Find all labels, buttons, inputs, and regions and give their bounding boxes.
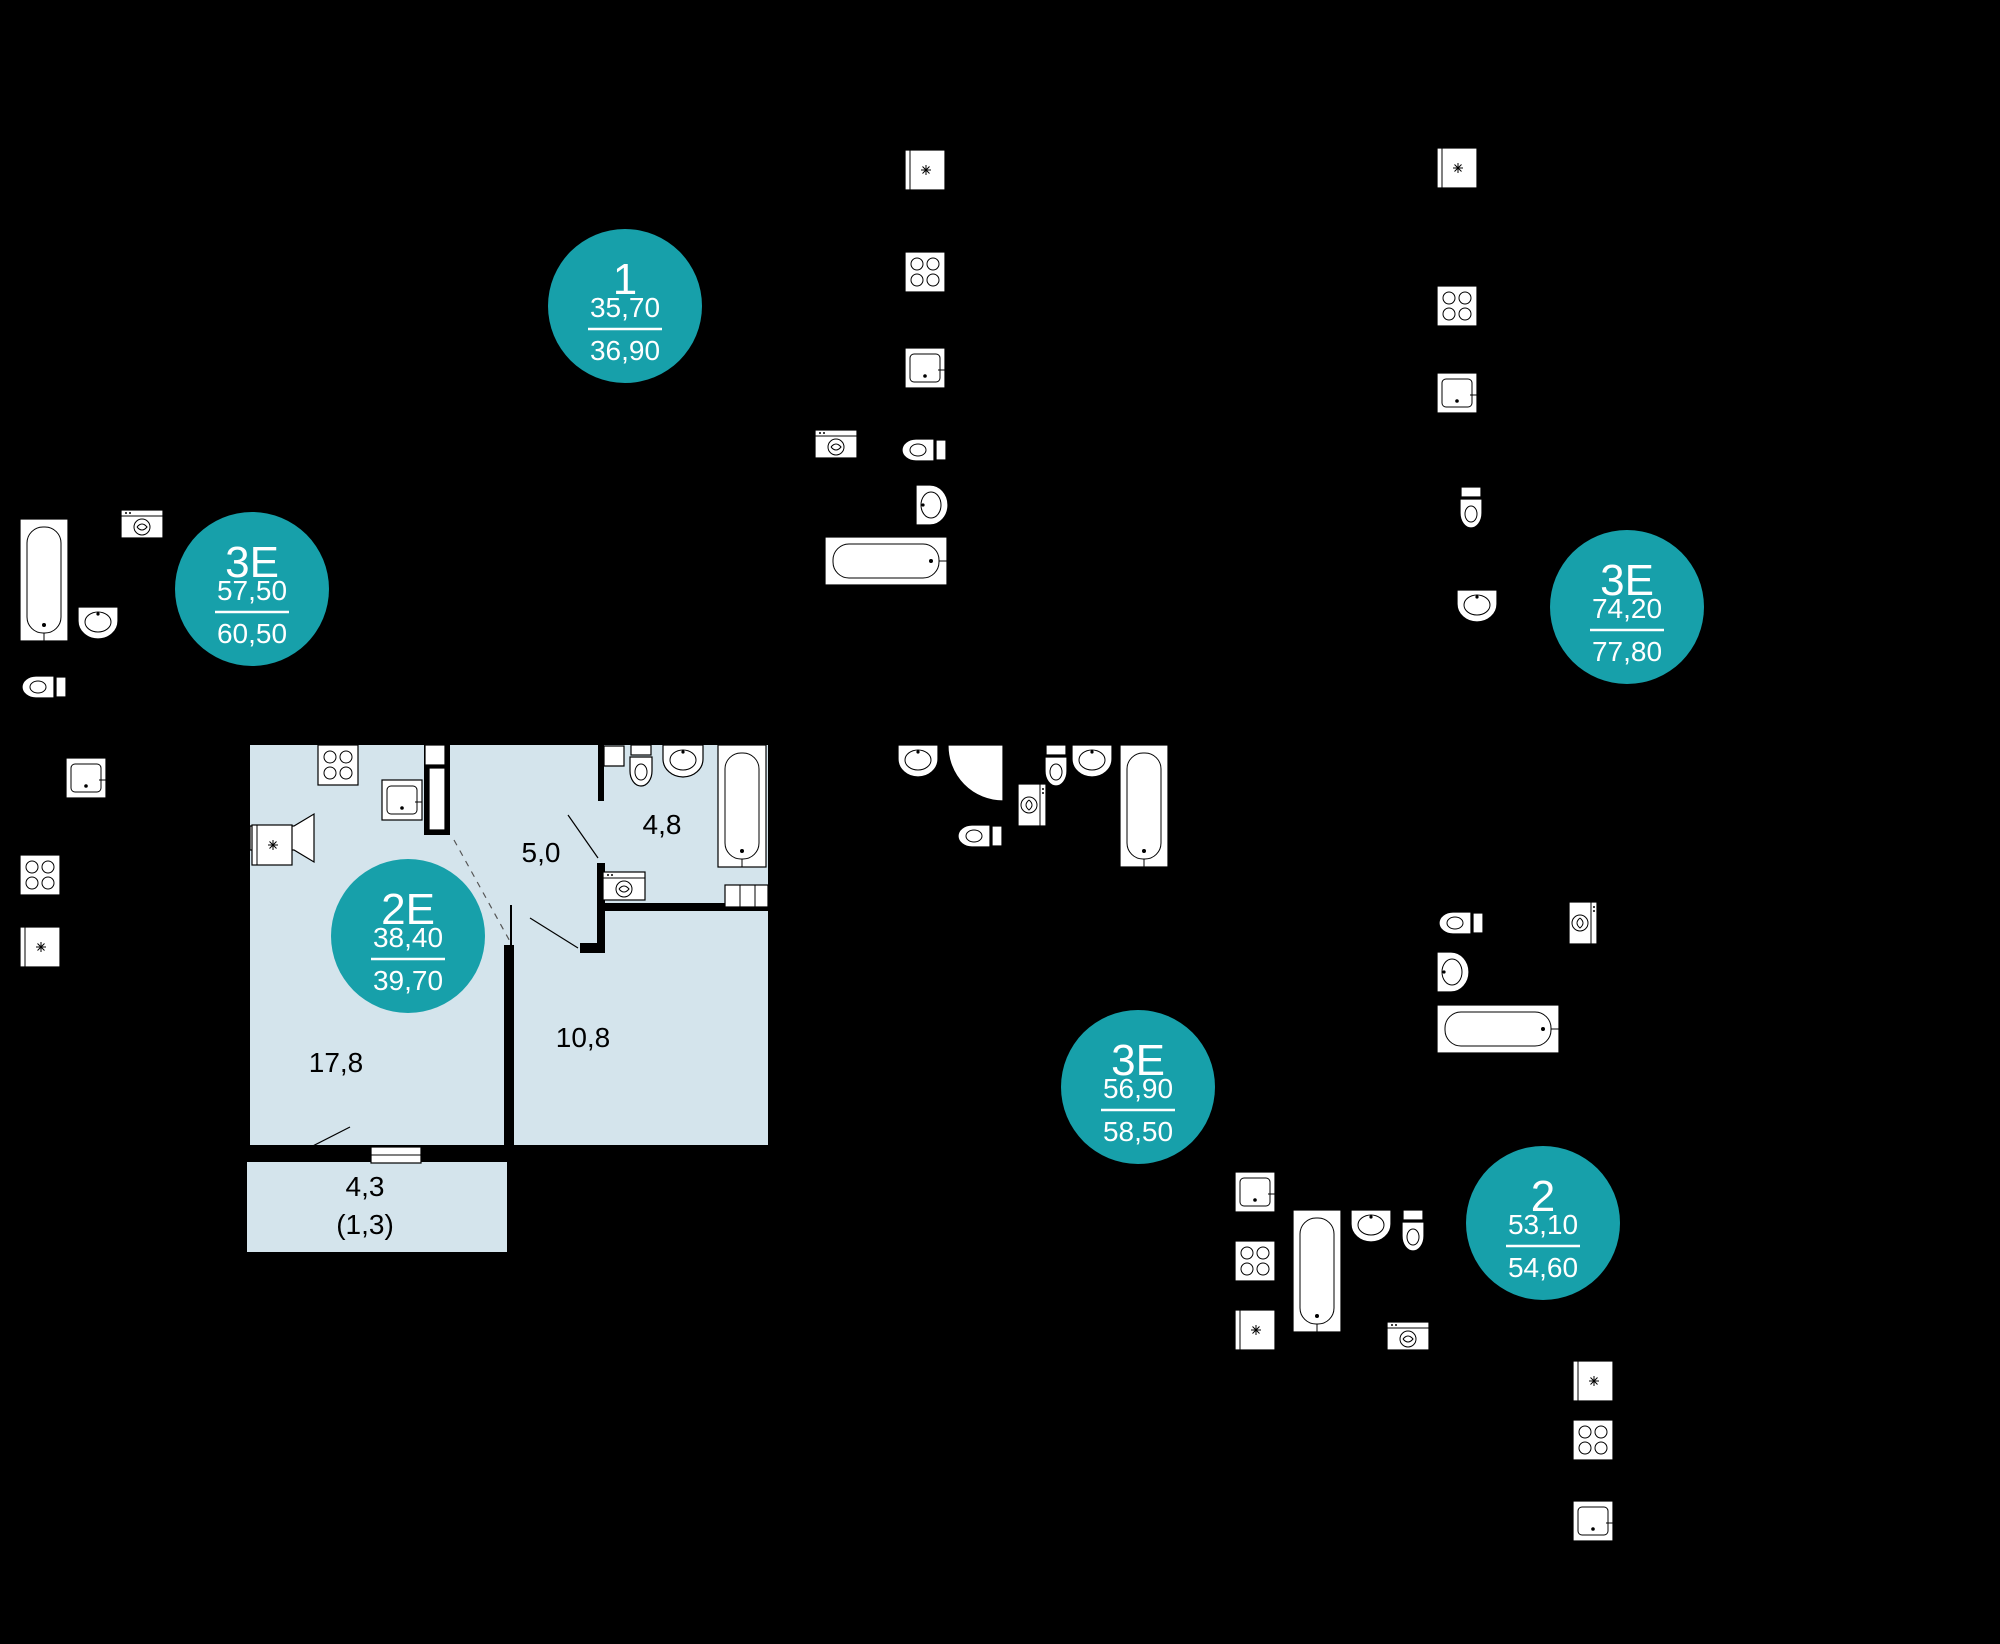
washer-icon [120, 509, 164, 539]
sink-icon [1572, 1500, 1614, 1542]
washbasin-icon [1350, 1209, 1392, 1243]
washer-icon [1386, 1321, 1430, 1351]
fridge-icon [19, 926, 61, 968]
area-balcony-reduced: (1,3) [336, 1209, 394, 1240]
fridge-icon [1234, 1309, 1276, 1351]
stove-icon [1436, 285, 1478, 327]
badge-apartment-2e-name: 2E [381, 885, 435, 934]
area-hallway: 5,0 [522, 837, 561, 868]
fixtures-center-bathroom [897, 744, 1169, 868]
washbasin-icon [662, 744, 704, 778]
badge-apartment-3e-left-name: 3E [225, 538, 279, 587]
stove-icon [19, 854, 61, 896]
badge-apartment-3e-left[interactable]: 3E 57,50 60,50 [175, 512, 329, 666]
area-bedroom: 10,8 [556, 1022, 611, 1053]
badge-apartment-2e[interactable]: 2E 38,40 39,70 [331, 859, 485, 1013]
badge-apartment-2[interactable]: 2 53,10 54,60 [1466, 1146, 1620, 1300]
washer-icon [1017, 783, 1047, 827]
washbasin-icon [1436, 951, 1470, 993]
toilet-icon [901, 438, 947, 462]
badge-apartment-3e-bottom-name: 3E [1111, 1036, 1165, 1085]
toilet-icon [957, 824, 1003, 848]
badge-apartment-3e-left-with-balcony: 60,50 [217, 618, 287, 649]
badge-apartment-2-with-balcony: 54,60 [1508, 1252, 1578, 1283]
area-kitchen-living: 17,8 [309, 1047, 364, 1078]
badge-apartment-3e-bottom[interactable]: 3E 56,90 58,50 [1061, 1010, 1215, 1164]
sink-icon [1234, 1171, 1276, 1213]
bathtub-icon [1292, 1209, 1342, 1333]
badge-apartment-1[interactable]: 1 35,70 36,90 [548, 229, 702, 383]
fridge-icon [251, 824, 293, 866]
bathtub-icon [717, 744, 767, 868]
fridge-icon [1572, 1360, 1614, 1402]
washer-icon [602, 871, 646, 901]
badge-apartment-3e-bottom-with-balcony: 58,50 [1103, 1116, 1173, 1147]
sink-icon [1436, 372, 1478, 414]
toilet-icon [1459, 486, 1483, 529]
washbasin-icon [1071, 744, 1113, 778]
badge-apartment-2e-total: 38,40 [373, 922, 443, 953]
badge-apartment-2-name: 2 [1531, 1172, 1555, 1221]
badge-apartment-3e-right[interactable]: 3E 74,20 77,80 [1550, 530, 1704, 684]
room-hallway [452, 745, 600, 952]
badge-apartment-3e-right-total: 74,20 [1592, 593, 1662, 624]
washbasin-icon [915, 484, 949, 526]
room-bedroom [512, 908, 768, 1145]
badge-apartment-2-total: 53,10 [1508, 1209, 1578, 1240]
area-balcony: 4,3 [346, 1171, 385, 1202]
area-bathroom: 4,8 [643, 809, 682, 840]
fridge-icon [904, 149, 946, 191]
badge-apartment-3e-bottom-total: 56,90 [1103, 1073, 1173, 1104]
badge-apartment-3e-right-with-balcony: 77,80 [1592, 636, 1662, 667]
toilet-icon [629, 744, 653, 787]
toilet-icon [1044, 744, 1068, 787]
bathtub-icon [1436, 1004, 1560, 1054]
bathtub-icon [1119, 744, 1169, 868]
bathtub-icon [19, 518, 69, 642]
room-balcony [247, 1162, 507, 1252]
washer-icon [814, 429, 858, 459]
toilet-icon [21, 675, 67, 699]
badge-apartment-1-name: 1 [613, 255, 637, 304]
sink-icon [65, 757, 107, 799]
sink-icon [904, 347, 946, 389]
sink-icon [381, 779, 423, 821]
badge-apartment-2e-with-balcony: 39,70 [373, 965, 443, 996]
badge-apartment-3e-right-name: 3E [1600, 556, 1654, 605]
shower-icon [947, 744, 1004, 802]
badge-apartment-1-total: 35,70 [590, 292, 660, 323]
stove-icon [1234, 1240, 1276, 1282]
toilet-icon [1401, 1209, 1425, 1252]
stove-icon [317, 744, 359, 786]
washbasin-icon [1456, 589, 1498, 623]
washbasin-icon [77, 606, 119, 640]
stove-icon [904, 251, 946, 293]
fridge-icon [1436, 147, 1478, 189]
toilet-icon [1438, 911, 1484, 935]
badge-apartment-3e-left-total: 57,50 [217, 575, 287, 606]
badge-apartment-1-with-balcony: 36,90 [590, 335, 660, 366]
stove-icon [1572, 1419, 1614, 1461]
washer-icon [1568, 901, 1598, 945]
bathtub-icon [824, 536, 948, 586]
washbasin-icon [897, 744, 939, 778]
